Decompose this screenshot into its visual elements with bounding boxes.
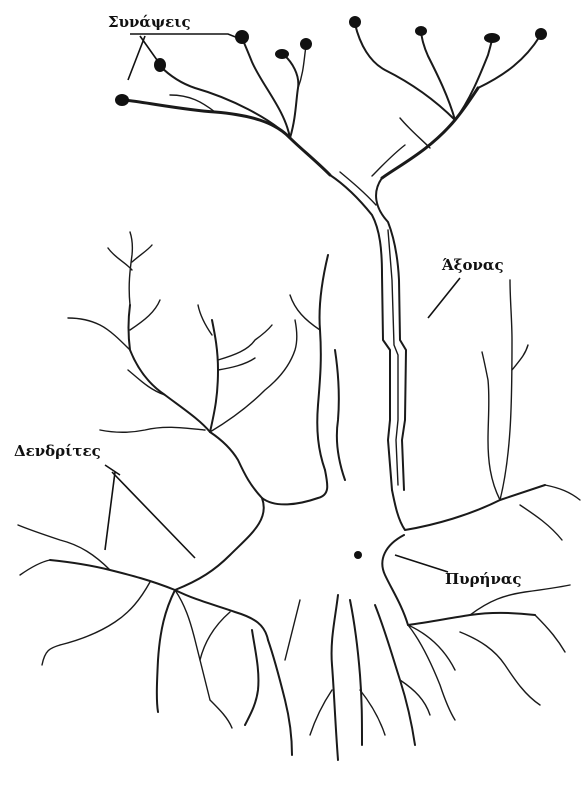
synapse-bulb <box>154 58 166 72</box>
synapse-bulb <box>115 94 129 106</box>
synapse-bulb <box>415 26 427 36</box>
nucleus-dot <box>354 551 362 559</box>
label-synapses-group: Συνάψεις <box>108 13 238 80</box>
dendrites-left-upper <box>68 232 297 432</box>
label-dendrites: Δενδρίτες <box>14 442 101 460</box>
label-dendrites-group: Δενδρίτες <box>14 442 195 558</box>
synapse-bulb <box>484 33 500 43</box>
dendrites-bottom <box>200 595 455 760</box>
synapse-bulb <box>349 16 361 28</box>
label-axon: Άξονας <box>441 256 504 274</box>
label-synapses: Συνάψεις <box>108 13 191 31</box>
synapse-bulb <box>275 49 289 59</box>
synapse-bulb <box>535 28 547 40</box>
label-nucleus-group: Πυρήνας <box>395 555 522 588</box>
axon <box>330 145 406 490</box>
synapse-bulb <box>300 38 312 50</box>
label-axon-group: Άξονας <box>428 256 504 318</box>
axon-terminals <box>125 24 540 178</box>
dendrites-left-lower <box>18 525 232 728</box>
dendrite-center <box>290 255 345 480</box>
label-nucleus: Πυρήνας <box>445 570 522 588</box>
